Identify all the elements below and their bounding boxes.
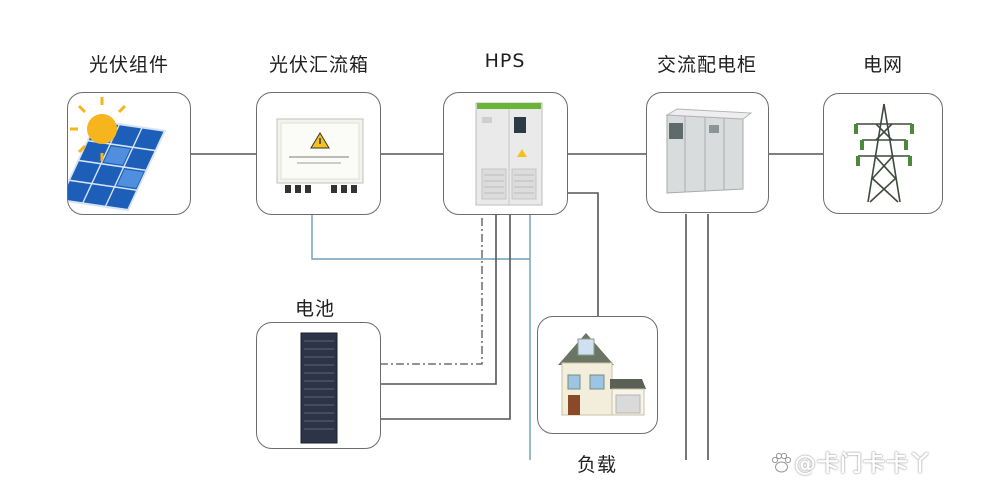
- hps-node[interactable]: [443, 92, 568, 215]
- hps-to-load-line: [567, 192, 599, 317]
- combiner-signal-line: [311, 214, 530, 260]
- pv-module-label: 光伏组件: [88, 54, 169, 76]
- combiner-box-node[interactable]: [256, 92, 381, 215]
- load-node[interactable]: [537, 316, 658, 434]
- pv-module-node[interactable]: [67, 92, 191, 215]
- sun-icon: [70, 97, 127, 161]
- combiner-box-icon: [276, 118, 364, 193]
- watermark-text: @卡门卡卡丫: [794, 452, 933, 477]
- battery-power-line-1: [380, 214, 497, 385]
- ac-cabinet-node[interactable]: [646, 92, 769, 213]
- house-icon: [558, 333, 646, 416]
- grid-label: 电网: [862, 54, 903, 76]
- battery-comm-line: [380, 214, 483, 365]
- hps-label: HPS: [484, 50, 526, 72]
- combiner-box-label: 光伏汇流箱: [268, 54, 369, 76]
- transmission-tower-icon: [854, 103, 914, 203]
- hps-cabinet-icon: [475, 102, 543, 206]
- battery-node[interactable]: [256, 322, 381, 449]
- solar-panel-icon: [68, 97, 167, 212]
- battery-label: 电池: [294, 298, 335, 320]
- ac-cabinet-label: 交流配电柜: [656, 54, 757, 76]
- watermark: @卡门卡卡丫: [770, 446, 932, 478]
- paw-icon: [770, 452, 792, 474]
- battery-rack-icon: [300, 332, 338, 444]
- distribution-cabinet-icon: [665, 108, 753, 194]
- grid-node[interactable]: [823, 93, 943, 214]
- load-label: 负载: [576, 454, 617, 476]
- battery-power-line-2: [380, 214, 511, 420]
